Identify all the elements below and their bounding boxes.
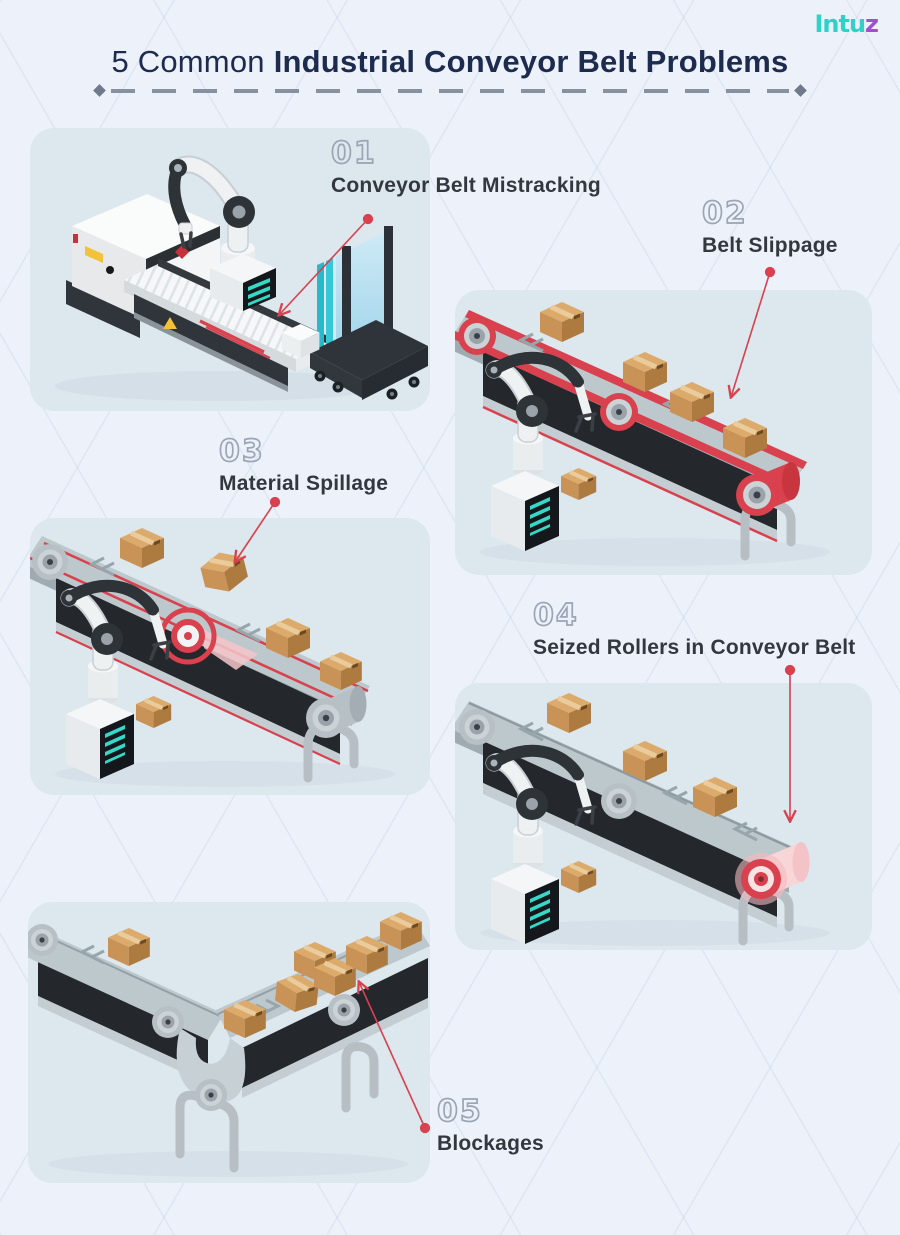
end-roller — [736, 462, 800, 516]
robot-arm — [168, 155, 276, 311]
gripper-icon — [574, 412, 597, 433]
belt-chevrons — [517, 721, 758, 842]
end-roller — [306, 686, 367, 738]
gripper-icon — [149, 640, 172, 661]
gripper-icon — [179, 231, 193, 249]
seized-rollers-illustration — [455, 683, 830, 946]
problem-3-label: 03 Material Spillage — [218, 434, 389, 496]
title-bold: Industrial Conveyor Belt Problems — [273, 44, 789, 79]
belt-slippage-illustration — [455, 290, 830, 566]
problem-5-label: 05 Blockages — [436, 1094, 544, 1156]
problem-2-title: Belt Slippage — [702, 234, 838, 257]
problem-1-number: 01 — [330, 136, 377, 171]
spill-zone — [204, 630, 258, 670]
robot-arm — [60, 579, 172, 779]
problem-3-number: 03 — [218, 434, 265, 469]
seized-end-roller — [735, 842, 810, 905]
title-light: 5 Common — [111, 44, 265, 79]
intuz-logo: Intuz — [814, 10, 879, 38]
mistracking-illustration — [55, 155, 428, 401]
problem-4-number: 04 — [532, 598, 579, 633]
card-seized-rollers — [455, 683, 872, 950]
title-divider — [93, 84, 807, 97]
problem-4-label: 04 Seized Rollers in Conveyor Belt — [532, 598, 856, 660]
problem-5-number: 05 — [436, 1094, 483, 1129]
card-blockages — [28, 902, 430, 1183]
card-material-spillage — [30, 518, 430, 795]
diamond-right-icon — [794, 84, 807, 97]
conveyor-belt — [455, 693, 810, 946]
belt-edge-red-far — [465, 310, 807, 469]
robot-arm — [485, 351, 597, 551]
ground-shadow — [55, 371, 385, 401]
corner-conveyor — [28, 912, 430, 1173]
problem-1-label: 01 Conveyor Belt Mistracking — [330, 136, 601, 198]
logo-text: Intu — [814, 10, 866, 38]
problem-1-title: Conveyor Belt Mistracking — [331, 174, 601, 197]
right-legs — [341, 1042, 379, 1113]
problem-5-title: Blockages — [437, 1132, 544, 1155]
robot-arm — [485, 744, 597, 944]
material-spillage-illustration — [30, 518, 395, 787]
problem-4-title: Seized Rollers in Conveyor Belt — [533, 636, 856, 659]
dashed-line — [111, 89, 789, 93]
ground-shadow — [48, 1151, 408, 1177]
blockages-illustration — [28, 902, 430, 1177]
problem-2-number: 02 — [701, 196, 748, 231]
logo-accent-letter: z — [865, 10, 879, 38]
card-belt-slippage — [455, 290, 872, 575]
gripper-icon — [574, 805, 597, 826]
belt-chevrons — [88, 556, 261, 643]
problem-2-label: 02 Belt Slippage — [701, 196, 838, 258]
cart-wheels — [314, 370, 420, 400]
diamond-left-icon — [93, 84, 106, 97]
mistracked-belt-edge — [199, 319, 265, 354]
problem-3-title: Material Spillage — [219, 472, 389, 495]
